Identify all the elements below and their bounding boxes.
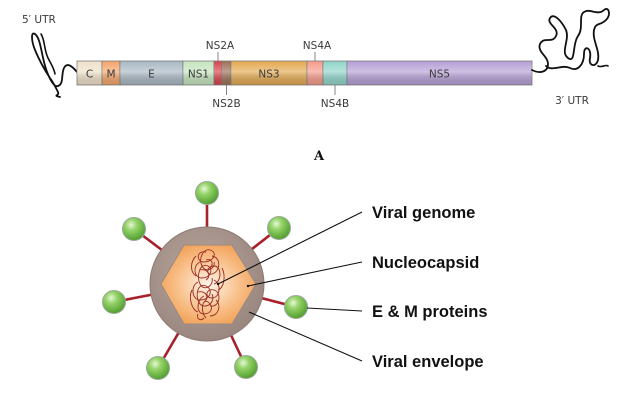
utr3-stemloop-icon [531,8,610,73]
spike-protein-head [102,290,126,314]
leader-nucleocapsid [247,261,363,287]
segment-label-e: E [148,69,155,81]
segment-label-ns1: NS1 [188,69,209,81]
leader-viral-envelope [248,311,363,362]
segment-shading [120,61,183,85]
spike-protein-head [267,216,291,240]
segment-shading [102,61,120,85]
utr5-label: 5′ UTR [22,14,56,26]
spike-protein-head [284,295,308,319]
spike-protein-head [146,356,170,380]
segment-label-ns4b: NS4B [321,98,349,110]
segment-label-ns2b: NS2B [212,98,240,110]
segment-label-m: M [106,69,115,81]
segment-shading [307,61,323,85]
utr5-loop-inner-icon [40,33,56,75]
segment-label-ns3: NS3 [258,69,279,81]
utr3-label: 3′ UTR [555,95,589,107]
leader-viral-genome [217,211,363,285]
segment-shading [214,61,222,85]
segment-shading [323,61,347,85]
genome-map: 5′ UTR C M E NS1 NS2A NS2B NS3 NS4A NS4B NS5 3′ U… [22,8,610,110]
segment-label-ns2a: NS2A [206,40,235,52]
leader-e-m-proteins [306,307,363,312]
virion-diagram: Viral genome Nucleocapsid E & M proteins… [102,181,488,380]
callout-viral-genome: Viral genome [372,204,475,222]
segment-label-ns5: NS5 [429,69,450,81]
utr3-tail-icon [597,64,609,68]
segment-shading [183,61,214,85]
utr5-stemloop-icon [31,32,78,98]
spike-protein-head [234,355,258,379]
panel-label: A [313,149,325,164]
spike-protein-head [122,217,146,241]
segment-shading [231,61,307,85]
segment-shading [77,61,102,85]
callout-viral-envelope: Viral envelope [372,353,484,371]
callout-nucleocapsid: Nucleocapsid [372,254,479,272]
segment-shading [222,61,231,85]
callout-leader-lines [217,211,363,362]
segment-labels: C M E NS1 NS2A NS2B NS3 NS4A NS4B NS5 [86,40,450,110]
genome-pointer-dot [216,282,220,286]
polyprotein-bar [76,60,533,86]
callout-e-m-proteins: E & M proteins [372,303,488,321]
segment-label-c: C [86,69,93,81]
segment-shading [347,61,532,85]
spike-protein-head [195,181,219,205]
segment-label-ns4a: NS4A [303,40,332,52]
capsid-pointer-dot [246,284,250,288]
